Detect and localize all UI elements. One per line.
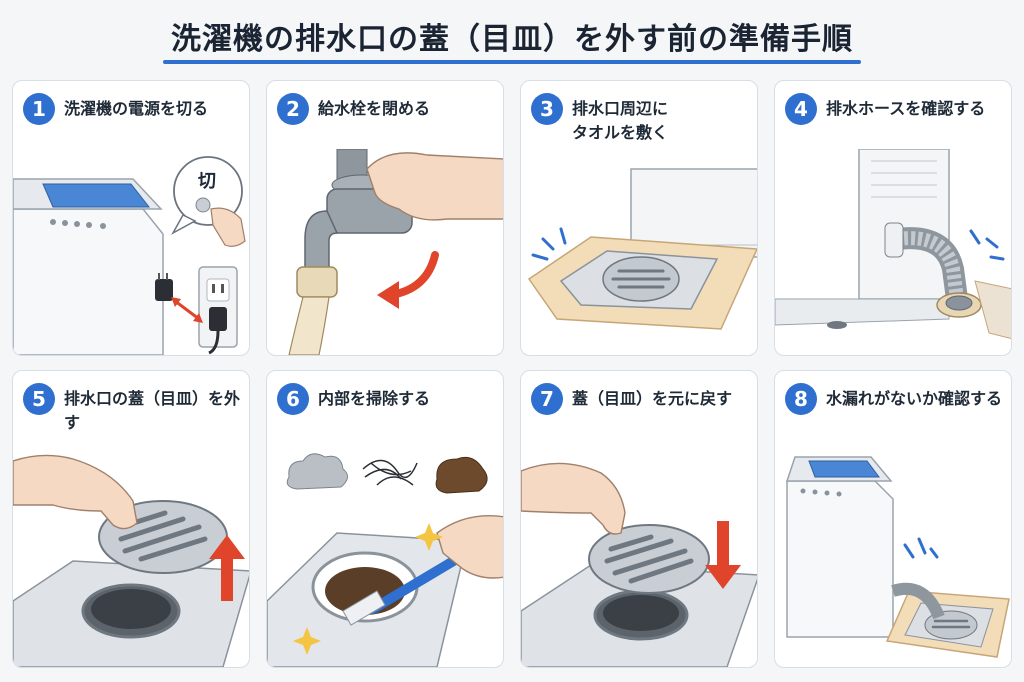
down-arrow-icon — [705, 521, 741, 589]
towel-illustration — [527, 168, 757, 330]
steps-grid: 1 洗濯機の電源を切る — [12, 80, 1012, 670]
step-number-2: 2 — [277, 93, 309, 125]
step-label-7: 蓋（目皿）を元に戻す — [572, 389, 733, 408]
step-header-7: 7 蓋（目皿）を元に戻す — [531, 383, 749, 415]
step-header-8: 8 水漏れがないか確認する — [785, 383, 1003, 415]
step-card-1: 1 洗濯機の電源を切る — [12, 80, 250, 356]
step-card-6: 6 内部を掃除する — [266, 370, 504, 668]
hand-icon — [521, 462, 626, 535]
step-number-6: 6 — [277, 383, 309, 415]
rotate-arrow-icon — [377, 281, 399, 309]
step-number-3: 3 — [531, 93, 563, 125]
power-off-illustration: 切 — [13, 156, 246, 355]
washer-icon — [786, 480, 894, 638]
step-label-4: 排水ホースを確認する — [826, 99, 986, 118]
step-header-1: 1 洗濯機の電源を切る — [23, 93, 241, 125]
step-number-5: 5 — [23, 383, 55, 415]
drain-hose-icon — [891, 582, 945, 620]
replace-cover-illustration — [521, 462, 757, 667]
dirt-icon — [435, 456, 488, 494]
step-card-3: 3 排水口周辺に タオルを敷く — [520, 80, 758, 356]
hand-icon — [13, 454, 138, 530]
step-number-8: 8 — [785, 383, 817, 415]
step-header-4: 4 排水ホースを確認する — [785, 93, 1003, 125]
step-card-7: 7 蓋（目皿）を元に戻す — [520, 370, 758, 668]
drain-cover-icon — [588, 524, 710, 594]
step-label-5: 排水口の蓋（目皿）を外す — [64, 389, 241, 432]
step-header-6: 6 内部を掃除する — [277, 383, 495, 415]
step-number-7: 7 — [531, 383, 563, 415]
step-label-1: 洗濯機の電源を切る — [64, 99, 209, 118]
lint-icon — [286, 453, 348, 490]
title-underline — [163, 60, 861, 64]
remove-cover-illustration — [13, 454, 249, 667]
switch-bubble — [173, 156, 243, 226]
page-title-text: 洗濯機の排水口の蓋（目皿）を外す前の準備手順 — [171, 22, 853, 57]
title-area: 洗濯機の排水口の蓋（目皿）を外す前の準備手順 — [0, 8, 1024, 70]
step-card-5: 5 排水口の蓋（目皿）を外す — [12, 370, 250, 668]
step-label-2: 給水栓を閉める — [318, 99, 431, 118]
step-card-4: 4 排水ホースを確認する — [774, 80, 1012, 356]
step-header-3: 3 排水口周辺に タオルを敷く — [531, 93, 749, 145]
step-label-8: 水漏れがないか確認する — [826, 389, 1003, 408]
plug-icon — [155, 279, 173, 301]
step-label-3: 排水口周辺に タオルを敷く — [572, 99, 669, 142]
step-number-4: 4 — [785, 93, 817, 125]
up-arrow-icon — [209, 535, 245, 601]
finger-icon — [210, 207, 246, 247]
hose-check-illustration — [775, 149, 1011, 340]
step-header-2: 2 給水栓を閉める — [277, 93, 495, 125]
step-number-1: 1 — [23, 93, 55, 125]
close-faucet-illustration — [288, 149, 503, 355]
clean-inside-illustration — [267, 453, 503, 667]
leak-check-illustration — [785, 456, 1010, 658]
switch-label: 切 — [198, 171, 216, 192]
step-label-6: 内部を掃除する — [318, 389, 431, 408]
hand-icon — [436, 515, 503, 579]
hand-icon — [366, 152, 503, 221]
step-card-8: 8 水漏れがないか確認する — [774, 370, 1012, 668]
page-title: 洗濯機の排水口の蓋（目皿）を外す前の準備手順 — [163, 14, 861, 64]
step-card-2: 2 給水栓を閉める — [266, 80, 504, 356]
step-header-5: 5 排水口の蓋（目皿）を外す — [23, 383, 241, 435]
hair-icon — [362, 459, 418, 486]
